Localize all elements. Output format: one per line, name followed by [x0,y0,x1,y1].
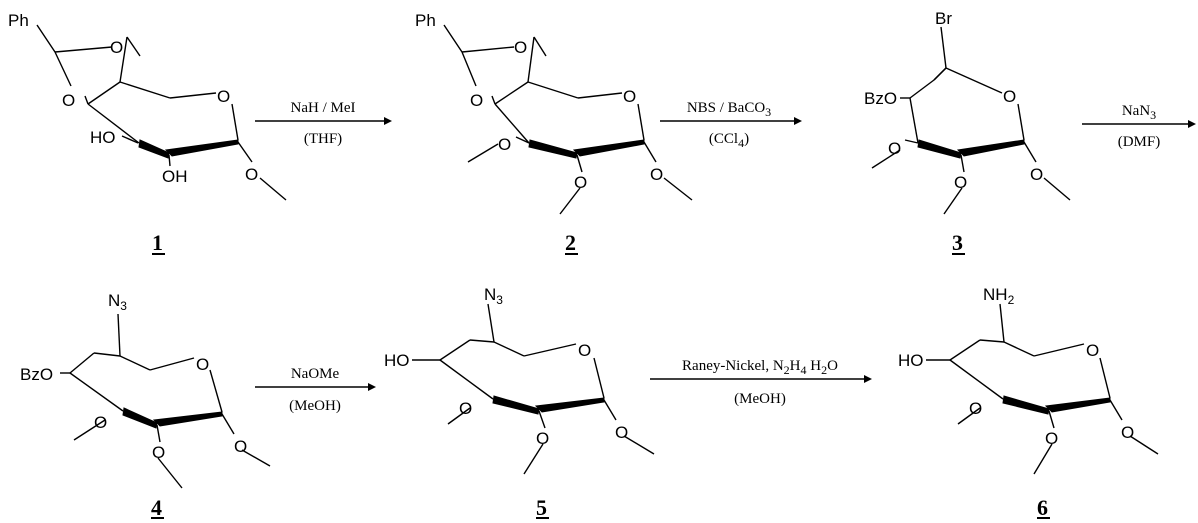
compound-4-ring-o-label: O [196,355,209,374]
compound-6-ho-label: HO [898,351,924,370]
compound-6-o4-label: O [1045,429,1058,448]
compound-3-bzo-label: BzO [864,89,897,108]
compound-5-ome-label: O [615,423,628,442]
compound-2-o1-label: O [514,38,527,57]
reaction-3-solvent: (DMF) [1118,134,1161,150]
reaction-4-solvent: (MeOH) [289,398,341,414]
reaction-arrow-5: Raney-Nickel, N2H4 H2O (MeOH) [650,358,872,407]
compound-4-n3-label: N3 [108,291,127,313]
compound-3-ring-o-label: O [1003,87,1016,106]
reaction-5-solvent: (MeOH) [734,391,786,407]
compound-number-1: 1 [152,230,163,255]
compound-1: Ph O O O HO OH O [8,11,287,201]
compound-number-6: 6 [1037,495,1048,520]
compound-3-o4-label: O [954,173,967,192]
reaction-arrow-1: NaH / MeI (THF) [255,100,392,147]
compound-1-o2-label: O [62,91,75,110]
compound-5: N3 HO O O O O [384,285,655,475]
reaction-2-reagent: NBS / BaCO3 [687,100,771,119]
compound-4: N3 BzO O O O O [20,291,271,489]
compound-4-o3-label: O [94,413,107,432]
compound-1-ph-label: Ph [8,11,29,30]
compound-3-o3-label: O [888,139,901,158]
compound-6-o3-label: O [969,399,982,418]
compound-number-3: 3 [952,230,963,255]
reaction-4-reagent: NaOMe [291,366,340,382]
compound-number-4: 4 [151,495,162,520]
compound-6-nh2-label: NH2 [983,285,1015,307]
compound-3-br-label: Br [935,9,952,28]
compound-number-5: 5 [536,495,547,520]
compound-2-o3-label: O [498,135,511,154]
compound-1-o1-label: O [110,38,123,57]
reaction-arrow-4: NaOMe (MeOH) [255,366,376,414]
compound-2-ome-label: O [650,165,663,184]
compound-3-ome-label: O [1030,165,1043,184]
reaction-1-reagent: NaH / MeI [291,100,356,116]
compound-5-ho-label: HO [384,351,410,370]
compound-1-ome-label: O [245,165,258,184]
compound-6-ome-label: O [1121,423,1134,442]
reaction-arrow-2: NBS / BaCO3 (CCl4) [660,100,802,150]
compound-5-n3-label: N3 [484,285,503,307]
compound-6: NH2 HO O O O O [898,285,1159,475]
compound-4-o4-label: O [152,443,165,462]
compound-2-ph-label: Ph [415,11,436,30]
reaction-3-reagent: NaN3 [1122,103,1156,122]
compound-2: Ph O O O O O O [415,11,693,215]
compound-1-ho-label: HO [90,128,116,147]
compound-4-bzo-label: BzO [20,365,53,384]
compound-6-ring-o-label: O [1086,341,1099,360]
reaction-1-solvent: (THF) [304,131,342,147]
compound-1-oh-label: OH [162,167,188,186]
compound-2-ring-o-label: O [623,87,636,106]
reaction-5-reagent: Raney-Nickel, N2H4 H2O [682,358,838,377]
compound-number-2: 2 [565,230,576,255]
compound-5-o3-label: O [459,399,472,418]
compound-1-ring-o-label: O [217,87,230,106]
compound-4-ome-label: O [234,437,247,456]
compound-3: Br BzO O O O O [864,9,1071,215]
compound-5-ring-o-label: O [578,341,591,360]
compound-2-o4-label: O [574,173,587,192]
reaction-arrow-3: NaN3 (DMF) [1082,103,1196,150]
compound-5-o4-label: O [536,429,549,448]
reaction-2-solvent: (CCl4) [709,131,749,150]
compound-2-o2-label: O [470,91,483,110]
